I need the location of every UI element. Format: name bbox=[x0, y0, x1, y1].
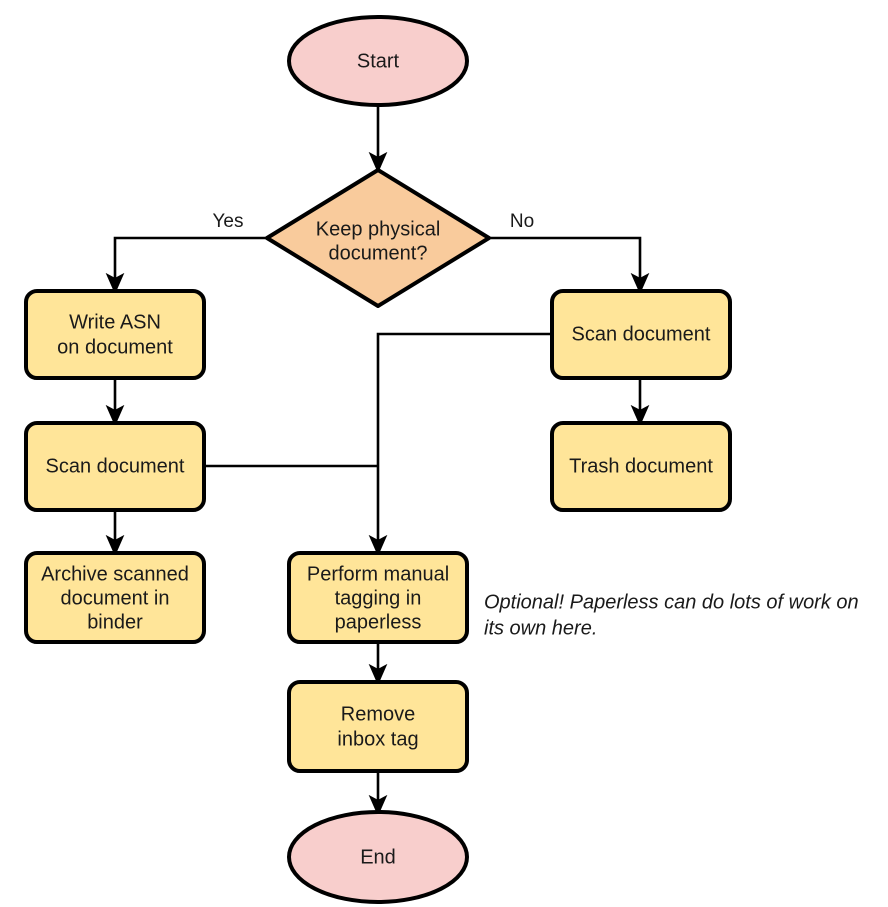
trash-box bbox=[550, 421, 732, 512]
write-asn-label-line2: on document bbox=[57, 336, 173, 358]
node-remove-inbox-tag[interactable]: Remove inbox tag bbox=[287, 680, 469, 773]
node-end[interactable]: End bbox=[287, 810, 469, 904]
edge-label-yes: Yes bbox=[213, 211, 244, 232]
remove-inbox-label-line2: inbox tag bbox=[337, 728, 418, 750]
tagging-box bbox=[287, 551, 469, 644]
write-asn-label-line1: Write ASN bbox=[69, 311, 161, 333]
node-decision-keep-physical-document[interactable]: Keep physical document? bbox=[265, 168, 491, 308]
node-archive-binder[interactable]: Archive scanned document in binder bbox=[24, 551, 206, 644]
tagging-label-line1: Perform manual bbox=[307, 563, 449, 585]
write-asn-box bbox=[24, 289, 206, 380]
edge-label-no: No bbox=[510, 211, 534, 232]
end-ellipse bbox=[287, 810, 469, 904]
tagging-label-line3: paperless bbox=[335, 611, 422, 633]
edge-decision-yes-to-write-asn bbox=[105, 236, 267, 295]
annotation-line2: its own here. bbox=[484, 617, 597, 639]
archive-label-line1: Archive scanned bbox=[41, 563, 189, 585]
archive-label-line3: binder bbox=[87, 611, 143, 633]
scan-right-label: Scan document bbox=[572, 323, 711, 345]
tagging-label-line2: tagging in bbox=[335, 587, 422, 609]
node-write-asn[interactable]: Write ASN on document bbox=[24, 289, 206, 380]
node-scan-document-right[interactable]: Scan document bbox=[550, 289, 732, 380]
archive-label-line2: document in bbox=[61, 587, 170, 609]
annotation-optional-paperless: Optional! Paperless can do lots of work … bbox=[484, 591, 859, 639]
remove-inbox-label-line1: Remove bbox=[341, 703, 415, 725]
node-start[interactable]: Start bbox=[287, 15, 469, 107]
start-ellipse bbox=[287, 15, 469, 107]
annotation-line1: Optional! Paperless can do lots of work … bbox=[484, 591, 859, 613]
node-scan-document-left[interactable]: Scan document bbox=[24, 421, 206, 512]
node-trash-document[interactable]: Trash document bbox=[550, 421, 732, 512]
remove-inbox-box bbox=[287, 680, 469, 773]
start-label: Start bbox=[357, 50, 400, 72]
scan-left-box bbox=[24, 421, 206, 512]
decision-diamond bbox=[265, 168, 491, 308]
scan-left-label: Scan document bbox=[46, 455, 185, 477]
edge-decision-no-to-scan-right bbox=[489, 236, 650, 295]
decision-label-line2: document? bbox=[329, 242, 428, 264]
archive-box bbox=[24, 551, 206, 644]
edge-scan-right-to-tagging bbox=[368, 332, 552, 557]
node-perform-manual-tagging[interactable]: Perform manual tagging in paperless bbox=[287, 551, 469, 644]
scan-right-box bbox=[550, 289, 732, 380]
decision-label-line1: Keep physical bbox=[316, 218, 441, 240]
end-label: End bbox=[360, 846, 396, 868]
trash-label: Trash document bbox=[569, 455, 713, 477]
